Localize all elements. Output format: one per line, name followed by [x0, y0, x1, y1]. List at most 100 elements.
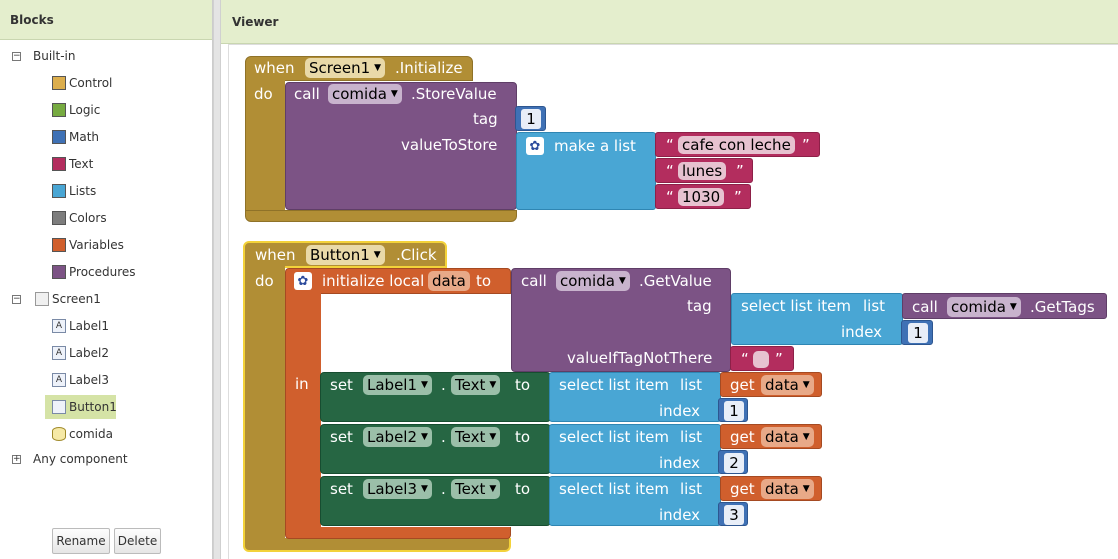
drawer-lists[interactable]: Lists [52, 181, 96, 201]
any-component-node[interactable]: Any component [33, 452, 128, 466]
get-keyword: get [730, 376, 755, 394]
index-number-value[interactable]: 1 [724, 401, 744, 421]
set-keyword: set [330, 376, 353, 394]
set-keyword: set [330, 428, 353, 446]
to-keyword: to [515, 480, 531, 498]
index-number-block[interactable]: 2 [718, 450, 748, 474]
button1-component-dropdown[interactable]: Button1▼ [306, 245, 385, 265]
mutator-gear-icon[interactable]: ✿ [526, 137, 544, 155]
index-socket-label: index [841, 323, 883, 341]
empty-text-block[interactable]: “ ” [730, 346, 794, 371]
mutator-gear-icon[interactable]: ✿ [294, 272, 312, 290]
collapse-builtin-icon[interactable]: − [12, 51, 21, 61]
tag-number-value[interactable]: 1 [521, 109, 541, 129]
index-number-block[interactable]: 1 [718, 398, 748, 422]
set-label1-text-block[interactable]: set Label1▼ . Text▼ to [320, 372, 551, 422]
set-label2-text-block[interactable]: set Label2▼ . Text▼ to [320, 424, 551, 474]
open-quote-icon: “ [666, 188, 674, 206]
open-quote-icon: “ [666, 162, 674, 180]
select-list-item-label: select list item [741, 297, 852, 315]
drawer-logic[interactable]: Logic [52, 100, 100, 120]
comida-component-dropdown[interactable]: comida▼ [947, 297, 1021, 317]
index-number-value[interactable]: 3 [724, 505, 744, 525]
gettags-call-block[interactable]: call comida▼ .GetTags [902, 293, 1107, 319]
make-a-list-block[interactable]: ✿ make a list [516, 132, 656, 210]
data-variable-dropdown[interactable]: data▼ [761, 375, 814, 395]
make-a-list-label: make a list [554, 137, 636, 155]
text-property-dropdown[interactable]: Text▼ [451, 479, 501, 499]
call-keyword: call [912, 298, 938, 316]
lists-color-icon [52, 184, 66, 198]
dropdown-arrow-icon: ▼ [374, 63, 382, 73]
dot-separator: . [441, 376, 446, 394]
empty-text-value[interactable] [753, 351, 769, 368]
logic-color-icon [52, 103, 66, 117]
local-variable-name-field[interactable]: data [428, 271, 470, 291]
button-icon [52, 400, 66, 414]
collapse-screen1-icon[interactable]: − [12, 294, 21, 304]
text-block-lunes[interactable]: “ lunes ” [655, 158, 753, 183]
index-number-block[interactable]: 1 [901, 320, 933, 345]
screen1-node[interactable]: Screen1 [35, 289, 101, 309]
set-label3-text-block[interactable]: set Label3▼ . Text▼ to [320, 476, 551, 526]
panel-splitter[interactable] [213, 0, 221, 559]
variables-color-icon [52, 238, 66, 252]
select-list-item-block[interactable]: select list item list index [549, 372, 721, 422]
tag-number-block[interactable]: 1 [515, 106, 546, 131]
comida-component-dropdown[interactable]: comida▼ [328, 84, 402, 104]
dot-separator: . [441, 428, 446, 446]
dropdown-arrow-icon: ▼ [489, 380, 497, 390]
index-socket-label: index [659, 402, 701, 420]
builtin-label[interactable]: Built-in [33, 49, 76, 63]
index-number-value[interactable]: 1 [908, 323, 928, 343]
get-data-variable-block[interactable]: get data▼ [720, 476, 822, 501]
data-variable-dropdown[interactable]: data▼ [761, 479, 814, 499]
select-list-item-block[interactable]: select list item list index [731, 293, 903, 345]
text-property-dropdown[interactable]: Text▼ [451, 375, 501, 395]
label1-component-dropdown[interactable]: Label1▼ [363, 375, 432, 395]
text-block-cafe-con-leche[interactable]: “ cafe con leche ” [655, 132, 820, 157]
component-comida[interactable]: comida [52, 424, 113, 444]
call-keyword: call [521, 272, 547, 290]
text-value-lunes[interactable]: lunes [678, 162, 727, 180]
index-number-value[interactable]: 2 [724, 453, 744, 473]
close-quote-icon: ” [802, 136, 810, 154]
expand-any-component-icon[interactable]: + [12, 454, 21, 464]
dropdown-arrow-icon: ▼ [373, 250, 381, 260]
component-button1[interactable]: Button1 [45, 395, 117, 419]
dropdown-arrow-icon: ▼ [421, 380, 428, 390]
text-property-dropdown[interactable]: Text▼ [451, 427, 501, 447]
initialize-event-name: .Initialize [395, 59, 463, 77]
select-list-item-block[interactable]: select list item list index [549, 424, 721, 474]
initialize-local-label: initialize local [322, 272, 425, 290]
procedures-color-icon [52, 265, 66, 279]
dropdown-arrow-icon: ▼ [802, 484, 810, 494]
delete-button[interactable]: Delete [114, 528, 161, 554]
screen1-component-dropdown[interactable]: Screen1▼ [305, 58, 386, 78]
index-number-block[interactable]: 3 [718, 502, 748, 526]
get-data-variable-block[interactable]: get data▼ [720, 372, 822, 397]
text-value-1030[interactable]: 1030 [678, 188, 725, 206]
drawer-math[interactable]: Math [52, 127, 99, 147]
rename-button[interactable]: Rename [52, 528, 110, 554]
label3-component-dropdown[interactable]: Label3▼ [363, 479, 432, 499]
get-data-variable-block[interactable]: get data▼ [720, 424, 822, 449]
dropdown-arrow-icon: ▼ [618, 276, 626, 286]
comida-component-dropdown[interactable]: comida▼ [556, 271, 630, 291]
drawer-text[interactable]: Text [52, 154, 93, 174]
drawer-procedures[interactable]: Procedures [52, 262, 136, 282]
drawer-control[interactable]: Control [52, 73, 112, 93]
text-value-cafe-con-leche[interactable]: cafe con leche [678, 136, 795, 154]
label2-component-dropdown[interactable]: Label2▼ [363, 427, 432, 447]
screen-icon [35, 292, 49, 306]
text-block-1030[interactable]: “ 1030 ” [655, 184, 751, 209]
dropdown-arrow-icon: ▼ [390, 89, 398, 99]
drawer-colors[interactable]: Colors [52, 208, 107, 228]
drawer-variables[interactable]: Variables [52, 235, 124, 255]
control-color-icon [52, 76, 66, 90]
select-list-item-block[interactable]: select list item list index [549, 476, 721, 526]
data-variable-dropdown[interactable]: data▼ [761, 427, 814, 447]
